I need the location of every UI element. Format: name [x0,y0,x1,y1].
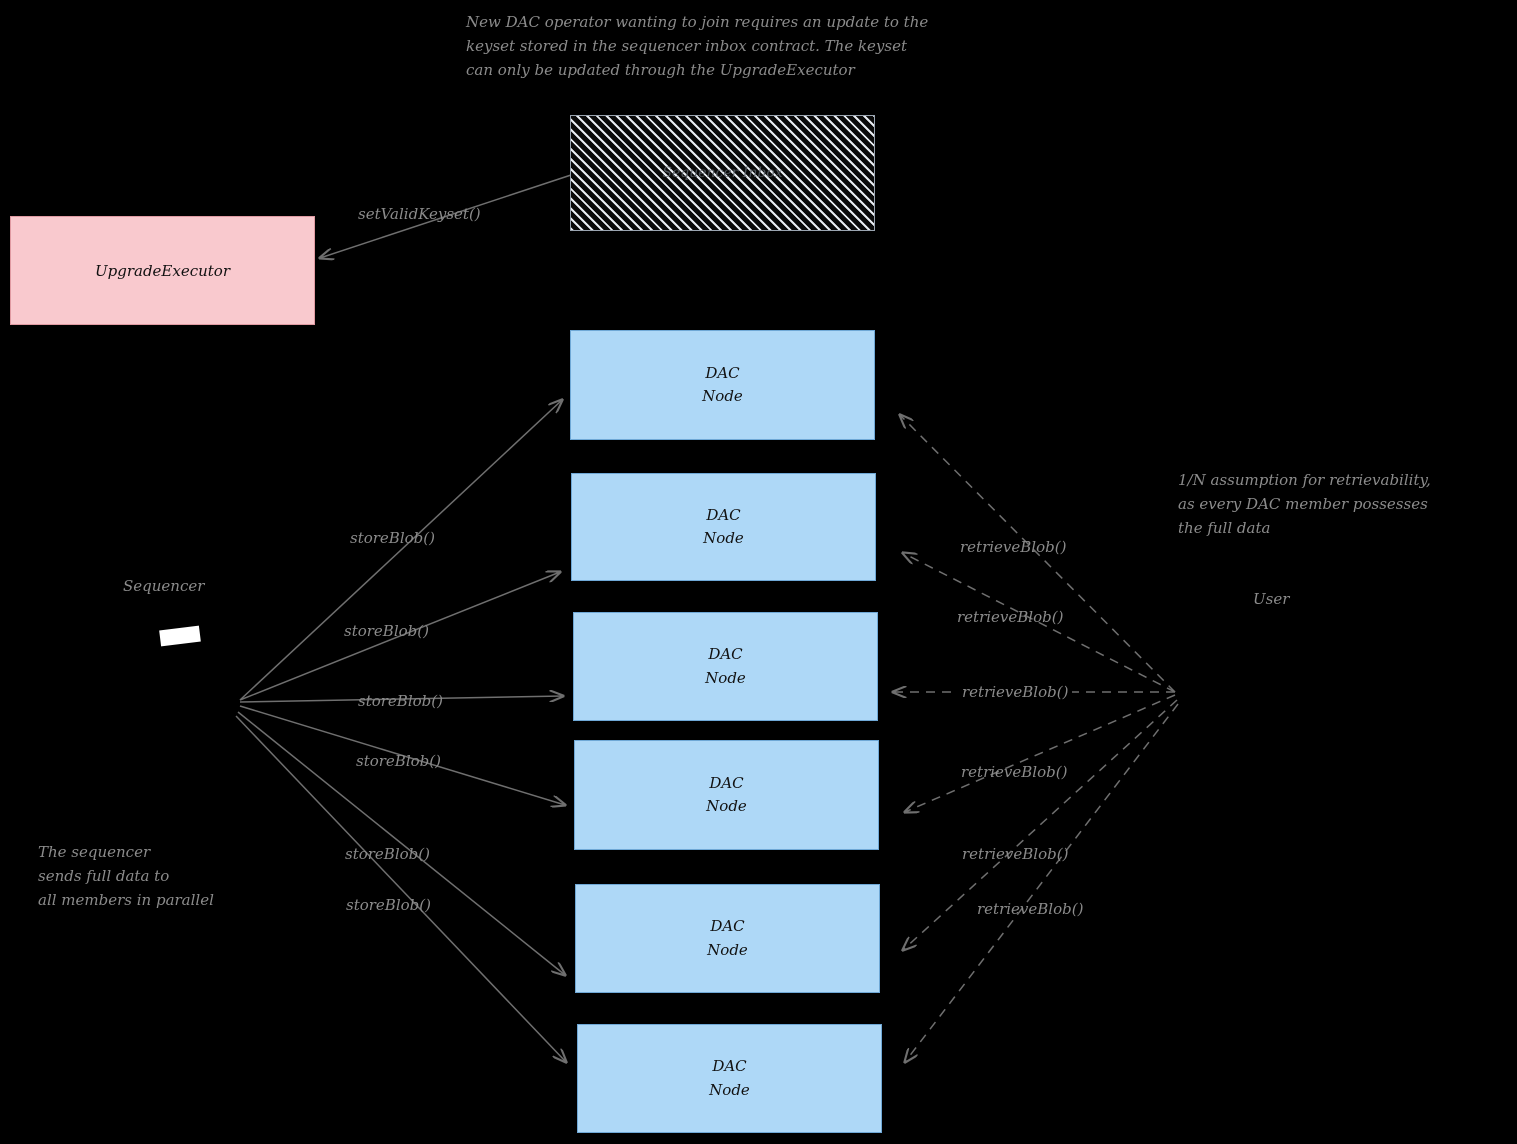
arrow-retrieveblob-6 [905,703,1179,1062]
dac-node-2-line2: Node [703,529,744,547]
dac-node-3-line1: DAC [708,645,743,664]
dac-node-1-line2: Node [702,387,743,405]
sequencer-inbox-box[interactable]: Sequencer Inbox [570,115,875,231]
note-top: New DAC operator wanting to join require… [466,13,929,79]
edge-label-storeblob-1: storeBlob() [350,529,435,547]
dac-node-2[interactable]: DAC Node [571,473,876,581]
upgrade-executor-label: UpgradeExecutor [94,261,230,280]
dac-node-4[interactable]: DAC Node [574,740,879,850]
dac-node-5-line2: Node [707,940,748,959]
dac-node-6-line2: Node [709,1080,750,1099]
dac-node-3[interactable]: DAC Node [573,612,878,721]
edge-label-retrieveblob-3: retrieveBlob() [958,681,1073,705]
user-label: User [1253,590,1290,608]
dac-node-5-line1: DAC [710,917,745,936]
sequencer-label: Sequencer [123,577,205,595]
dac-node-1-line1: DAC [705,363,740,382]
dac-node-3-line2: Node [705,668,746,687]
dac-node-2-line1: DAC [706,505,741,524]
dac-node-1[interactable]: DAC Node [570,330,875,440]
edge-label-storeblob-6: storeBlob() [346,896,431,914]
edge-label-retrieveblob-4: retrieveBlob() [961,763,1068,781]
arrow-retrieveblob-4 [905,694,1176,812]
dac-node-6[interactable]: DAC Node [577,1024,882,1133]
edge-label-retrieveblob-5: retrieveBlob() [962,845,1069,863]
edge-label-retrieveblob-2: retrieveBlob() [957,608,1064,626]
sequencer-icon [159,625,201,647]
edge-label-storeblob-3: storeBlob() [358,692,443,710]
edge-label-retrieveblob-1: retrieveBlob() [960,538,1067,556]
note-bottom-left: The sequencer sends full data to all mem… [38,843,214,909]
dac-node-5[interactable]: DAC Node [575,884,880,993]
dac-node-6-line1: DAC [712,1057,747,1076]
note-right: 1/N assumption for retrievability, as ev… [1178,471,1431,537]
edge-label-storeblob-2: storeBlob() [344,622,429,640]
edge-label-retrieveblob-6: retrieveBlob() [977,900,1084,918]
edge-label-storeblob-4: storeBlob() [356,752,441,770]
dac-node-4-line1: DAC [709,773,744,792]
upgrade-executor-box[interactable]: UpgradeExecutor [10,216,315,325]
edge-label-setvalidkeyset: setValidKeyset() [358,205,481,223]
sequencer-inbox-label: Sequencer Inbox [662,164,783,181]
edge-label-storeblob-5: storeBlob() [345,845,430,863]
dac-node-4-line2: Node [706,797,747,815]
